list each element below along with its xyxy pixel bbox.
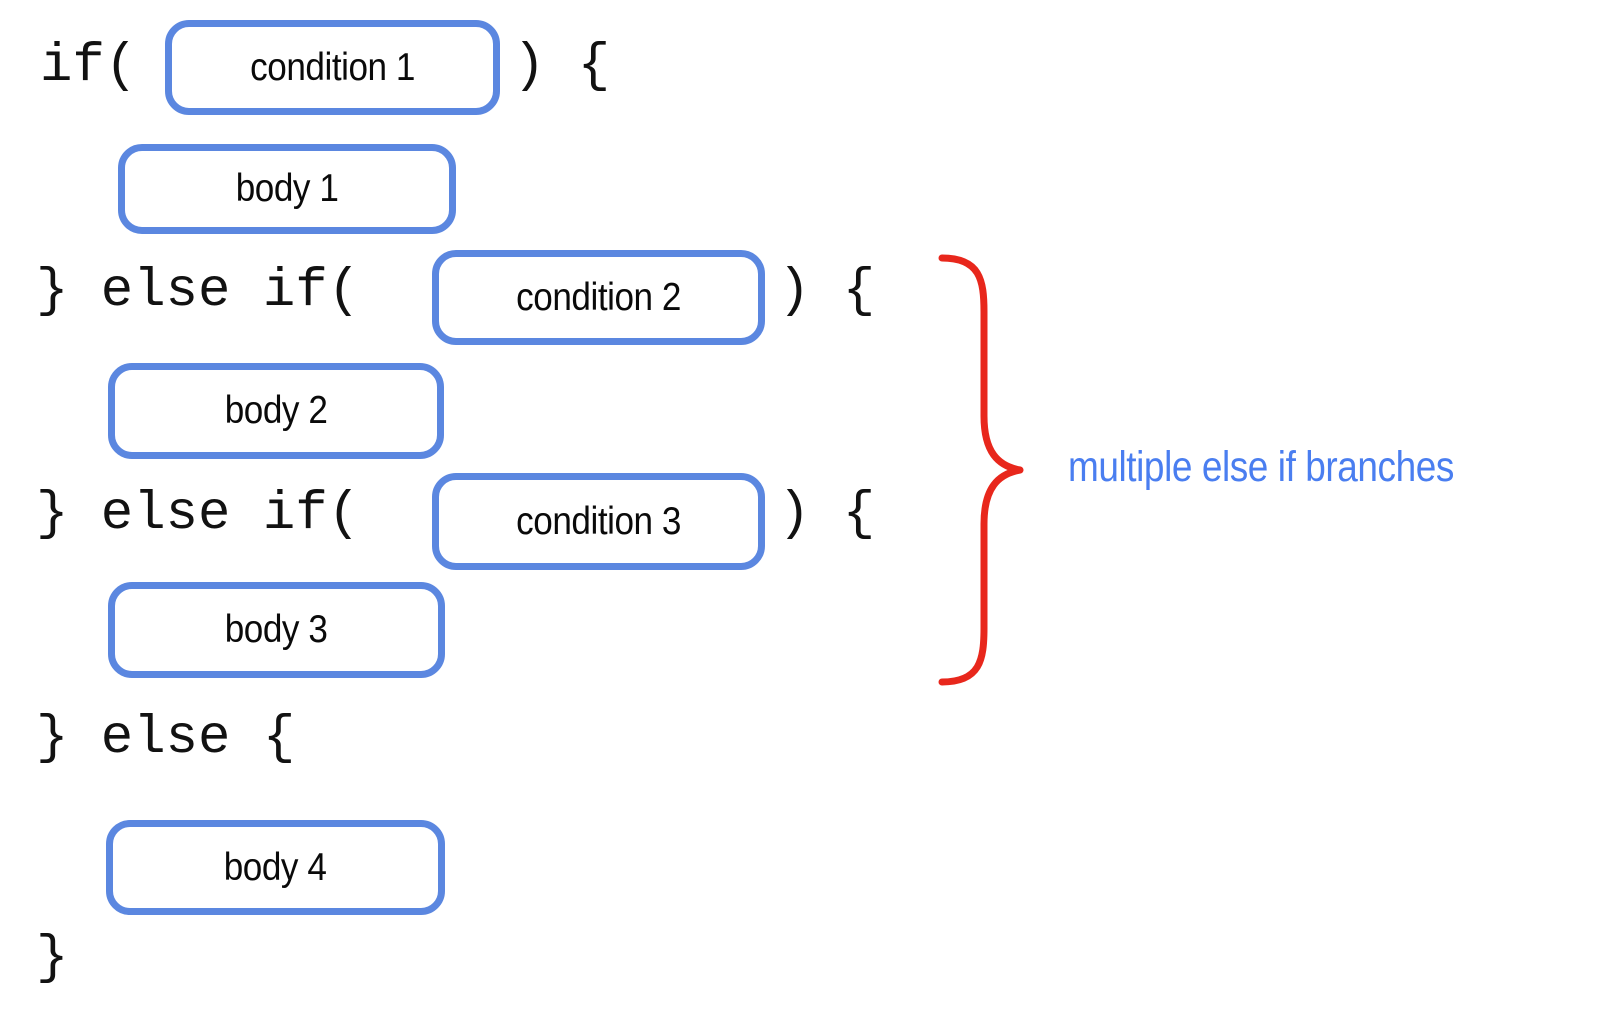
- box-body-3[interactable]: body 3: [108, 582, 445, 678]
- annotation-label-multiple-else-if-branches: multiple else if branches: [1068, 443, 1454, 491]
- code-token-close-paren-brace-3: ) {: [778, 484, 876, 545]
- code-token-close-paren-brace-2: ) {: [778, 261, 876, 322]
- box-label-body-2: body 2: [224, 389, 328, 432]
- box-label-condition-1: condition 1: [250, 45, 415, 89]
- box-condition-1[interactable]: condition 1: [165, 20, 500, 115]
- code-token-close-paren-brace-1: ) {: [513, 36, 611, 97]
- box-label-body-1: body 1: [235, 167, 339, 210]
- code-token-else-if-open-3: } else if(: [36, 484, 361, 545]
- box-body-2[interactable]: body 2: [108, 363, 444, 459]
- box-condition-2[interactable]: condition 2: [432, 250, 765, 345]
- code-token-if-open: if(: [40, 36, 138, 97]
- code-token-else-if-open-2: } else if(: [36, 261, 361, 322]
- box-label-condition-3: condition 3: [516, 499, 681, 543]
- box-body-4[interactable]: body 4: [106, 820, 445, 915]
- box-condition-3[interactable]: condition 3: [432, 473, 765, 570]
- code-token-else-open: } else {: [36, 708, 296, 769]
- annotation-brace-icon: [938, 254, 1024, 686]
- box-body-1[interactable]: body 1: [118, 144, 456, 234]
- box-label-body-3: body 3: [225, 608, 328, 651]
- box-label-condition-2: condition 2: [516, 275, 681, 319]
- code-token-close-brace-final: }: [36, 928, 69, 989]
- box-label-body-4: body 4: [224, 845, 327, 889]
